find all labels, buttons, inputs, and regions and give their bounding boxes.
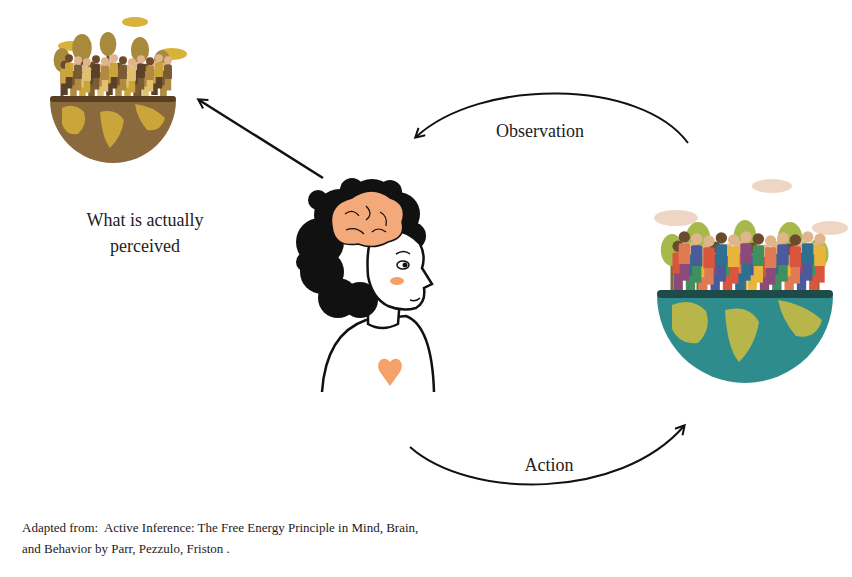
- person-body: [146, 66, 154, 81]
- person-head: [155, 54, 163, 62]
- person-body: [728, 246, 739, 268]
- person-body: [83, 67, 91, 82]
- action-label: Action: [499, 452, 599, 478]
- person-head: [753, 233, 764, 244]
- person-head: [740, 231, 751, 242]
- person-head: [703, 235, 714, 246]
- person-legs: [84, 81, 90, 93]
- person-legs: [741, 264, 750, 281]
- person-body: [92, 64, 100, 79]
- person-body: [716, 244, 727, 266]
- person-body: [802, 243, 813, 265]
- person-head: [74, 56, 82, 64]
- person-legs: [66, 77, 72, 89]
- crowd: [672, 231, 825, 294]
- person-body: [164, 65, 172, 80]
- person-legs: [111, 77, 117, 89]
- person-body: [740, 243, 751, 265]
- person-head: [790, 234, 801, 245]
- person-head: [101, 57, 109, 65]
- person-head: [164, 56, 172, 64]
- person: [296, 178, 434, 392]
- person-body: [777, 244, 788, 266]
- person-legs: [704, 268, 713, 285]
- person-body: [753, 245, 764, 267]
- observation-label: Observation: [470, 118, 610, 144]
- person-legs: [75, 79, 81, 91]
- person-body: [691, 245, 702, 267]
- person-legs: [129, 81, 135, 93]
- tree-crown: [100, 32, 117, 56]
- person-head: [802, 231, 813, 242]
- person-legs: [791, 267, 800, 284]
- person-body: [128, 67, 136, 82]
- person-head: [92, 55, 100, 63]
- person-body: [101, 66, 109, 81]
- person-legs: [165, 79, 171, 91]
- person-head: [728, 234, 739, 245]
- person-head: [679, 231, 690, 242]
- perceived-label: What is actually perceived: [65, 207, 225, 259]
- person-head: [65, 54, 73, 62]
- person-head: [128, 58, 136, 66]
- person-body: [110, 63, 118, 78]
- person-head: [146, 57, 154, 65]
- person-head: [137, 55, 145, 63]
- person-body: [74, 65, 82, 80]
- person-legs: [815, 266, 824, 283]
- person-body: [790, 246, 801, 268]
- person-legs: [120, 79, 126, 91]
- person-head: [110, 54, 118, 62]
- person-body: [119, 65, 127, 80]
- person-legs: [803, 264, 812, 281]
- person-legs: [778, 265, 787, 282]
- actual-world: [654, 179, 848, 383]
- person-body: [814, 245, 825, 267]
- person-body: [765, 247, 776, 269]
- person-legs: [138, 78, 144, 90]
- person-legs: [692, 266, 701, 283]
- person-legs: [680, 264, 689, 281]
- observation-arrow: [416, 93, 688, 143]
- person-legs: [102, 80, 108, 92]
- person-head: [716, 232, 727, 243]
- person-head: [777, 232, 788, 243]
- source-caption: Adapted from: Active Inference: The Free…: [22, 517, 422, 559]
- person-legs: [766, 268, 775, 285]
- person-legs: [754, 266, 763, 283]
- person-body: [679, 243, 690, 265]
- person-head: [765, 235, 776, 246]
- person-body: [65, 63, 73, 78]
- arrows: [199, 93, 688, 484]
- person-head: [83, 58, 91, 66]
- perception-arrow: [199, 100, 323, 178]
- person-body: [703, 247, 714, 269]
- person-legs: [156, 77, 162, 89]
- person-head: [814, 233, 825, 244]
- person-legs: [717, 265, 726, 282]
- person-head: [119, 56, 127, 64]
- trees: [54, 32, 171, 100]
- crowd: [61, 54, 172, 99]
- person-legs: [729, 267, 738, 284]
- perceived-world: [50, 17, 187, 163]
- action-arrow: [410, 426, 684, 484]
- person-head: [691, 233, 702, 244]
- person-body: [137, 64, 145, 79]
- trees: [661, 220, 829, 296]
- person-body: [155, 63, 163, 78]
- person-legs: [147, 80, 153, 92]
- person-legs: [93, 78, 99, 90]
